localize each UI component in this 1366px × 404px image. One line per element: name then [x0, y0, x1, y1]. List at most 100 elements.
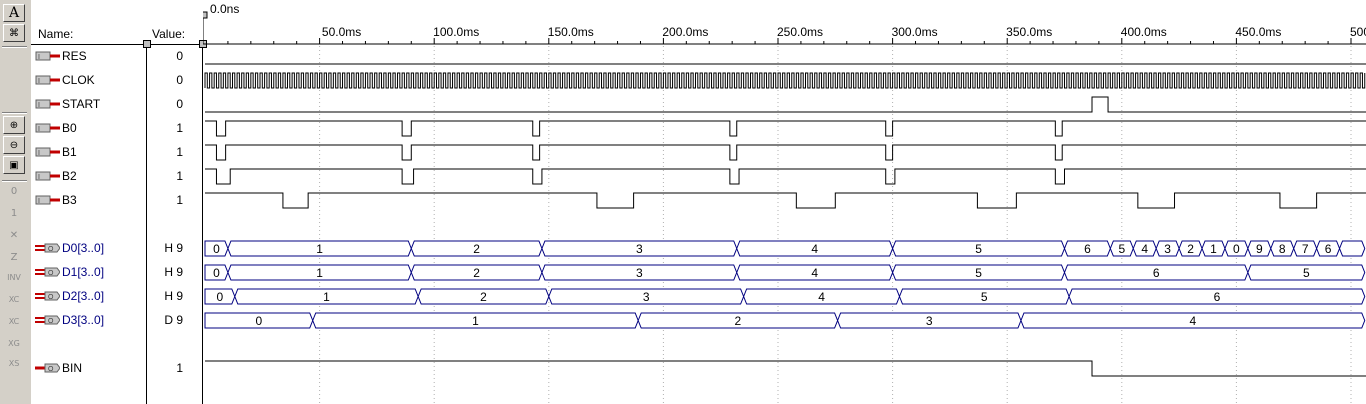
- bus-segment: [204, 288, 236, 305]
- overwrite-clock-icon[interactable]: XC: [8, 316, 20, 326]
- input-pin-icon: I: [35, 170, 60, 182]
- signal-name: RES: [62, 49, 87, 63]
- time-tick-label: 50.0ms: [322, 25, 361, 39]
- output-pin-icon: O: [35, 266, 61, 278]
- force-high-icon[interactable]: 1: [10, 207, 18, 219]
- time-tick-label: 450.0ms: [1235, 25, 1281, 39]
- signal-name: B2: [62, 169, 77, 183]
- bus-value-label: 6: [1325, 242, 1332, 256]
- input-pin-icon: I: [35, 146, 60, 158]
- bus-value-label: 0: [256, 314, 263, 328]
- waveform-b2: [205, 168, 1366, 185]
- bus-value-label: 6: [1214, 290, 1221, 304]
- force-unknown-icon[interactable]: ✕: [9, 229, 19, 241]
- time-cursor-handle: [203, 11, 208, 19]
- waveform-start: [205, 96, 1366, 113]
- force-hiz-icon[interactable]: Z: [10, 251, 18, 263]
- signal-value: H 9: [164, 289, 183, 303]
- bus-value-label: 6: [1084, 242, 1091, 256]
- waveform-b1: [205, 144, 1366, 161]
- signal-value: 0: [176, 49, 183, 63]
- input-pin-icon: I: [35, 50, 60, 62]
- bus-value-label: 4: [1141, 242, 1148, 256]
- output-pin-icon: O: [35, 314, 61, 326]
- signal-value: 1: [176, 361, 183, 375]
- signal-value: H 9: [164, 265, 183, 279]
- svg-text:O: O: [48, 318, 54, 325]
- overwrite-group-icon[interactable]: XG: [8, 338, 20, 348]
- overwrite-sequence-icon[interactable]: XS: [8, 358, 20, 368]
- signal-value: 1: [176, 169, 183, 183]
- svg-text:I: I: [38, 78, 40, 85]
- bus-value-label: 0: [217, 290, 224, 304]
- overwrite-count-icon[interactable]: XC: [8, 294, 20, 304]
- fit-window-icon[interactable]: ▣: [3, 156, 25, 174]
- bus-segment: [204, 264, 229, 281]
- signal-value: D 9: [164, 313, 183, 327]
- signal-row[interactable]: I B2 1: [31, 166, 202, 186]
- bus-value-label: 8: [1279, 242, 1286, 256]
- toolbar-separator: [2, 112, 27, 114]
- bus-value-label: 5: [975, 242, 982, 256]
- signal-name: START: [62, 97, 101, 111]
- signal-row[interactable]: I START 0: [31, 94, 202, 114]
- bus-value-label: 6: [1153, 266, 1160, 280]
- svg-text:I: I: [38, 174, 40, 181]
- signal-value: H 9: [164, 241, 183, 255]
- output-pin-icon: O: [35, 290, 61, 302]
- signal-value: 0: [176, 97, 183, 111]
- signal-name: D1[3..0]: [62, 265, 105, 279]
- bus-value-label: 7: [1302, 242, 1309, 256]
- signal-row[interactable]: O BIN 1: [31, 358, 202, 378]
- output-pin-icon: O: [35, 362, 61, 374]
- cursor-time-label: 0.0ns: [210, 2, 239, 16]
- time-tick-label: 350.0ms: [1006, 25, 1052, 39]
- bus-value-label: 1: [472, 314, 479, 328]
- bus-segment: [204, 240, 229, 257]
- bus-segment: [204, 312, 314, 329]
- invert-icon[interactable]: INV: [7, 272, 21, 282]
- time-tick-label: 250.0ms: [777, 25, 823, 39]
- name-column-resize-handle[interactable]: [143, 40, 151, 48]
- bus-value-label: 2: [1187, 242, 1194, 256]
- bus-value-label: 2: [480, 290, 487, 304]
- signal-name: BIN: [62, 361, 83, 375]
- time-tick-label: 150.0ms: [548, 25, 594, 39]
- signal-name-panel: Name: Value:: [31, 0, 202, 404]
- waveform-toolbar: A ⌘ ⊕ ⊖ ▣ 0 1 ✕ Z INV XC XC XG XS: [0, 0, 32, 404]
- svg-text:O: O: [48, 366, 54, 373]
- bus-value-label: 3: [636, 266, 643, 280]
- signal-name: B3: [62, 193, 77, 207]
- svg-text:I: I: [38, 102, 40, 109]
- toolbar-separator: [2, 180, 27, 182]
- bus-value-label: 2: [735, 314, 742, 328]
- value-column-divider[interactable]: [146, 44, 147, 404]
- force-low-icon[interactable]: 0: [10, 185, 18, 197]
- bus-value-label: 9: [1256, 242, 1263, 256]
- input-pin-icon: I: [35, 74, 60, 86]
- waveform-divider[interactable]: [202, 44, 203, 404]
- zoom-out-icon[interactable]: ⊖: [3, 136, 25, 154]
- zoom-in-icon[interactable]: ⊕: [3, 116, 25, 134]
- svg-text:O: O: [48, 246, 54, 253]
- bus-value-label: 1: [1210, 242, 1217, 256]
- signal-row[interactable]: O D1[3..0] H 9: [31, 262, 202, 282]
- text-tool-icon[interactable]: A: [3, 4, 25, 22]
- bus-value-label: 3: [1164, 242, 1171, 256]
- signal-name: CLOK: [62, 73, 95, 87]
- node-tool-icon[interactable]: ⌘: [3, 24, 25, 42]
- bus-value-label: 0: [213, 242, 220, 256]
- bus-value-label: 1: [323, 290, 330, 304]
- svg-text:O: O: [48, 270, 54, 277]
- waveform-b3: [205, 192, 1366, 209]
